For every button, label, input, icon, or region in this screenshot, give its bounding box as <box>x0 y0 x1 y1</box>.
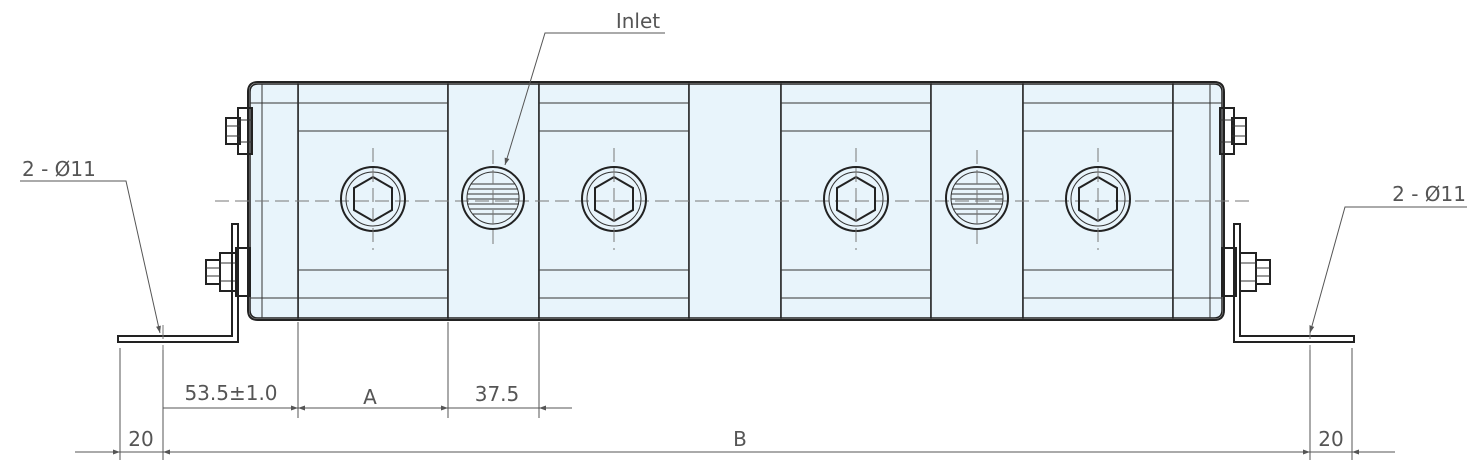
left-upper-nut <box>225 107 253 155</box>
extension-lines <box>119 322 1353 460</box>
hole-left-label: 2 - Ø11 <box>22 157 96 181</box>
threaded-port-inlet <box>461 150 525 250</box>
dim-port-label: 37.5 <box>475 382 520 406</box>
dim-total-label: B <box>733 427 747 451</box>
hole-right-label: 2 - Ø11 <box>1392 182 1466 206</box>
inlet-label: Inlet <box>616 9 660 33</box>
inlet-leader <box>504 32 665 166</box>
dim-offset-label: 53.5±1.0 <box>184 381 277 405</box>
threaded-port-2 <box>945 150 1009 250</box>
dim-bracket-right-label: 20 <box>1318 427 1343 451</box>
right-mounting-bracket <box>1233 223 1355 343</box>
hex-bolt-3 <box>823 148 889 250</box>
right-lower-nut <box>1221 247 1271 297</box>
body-outline <box>247 81 1225 321</box>
hex-bolt-2 <box>581 148 647 250</box>
hex-bolt-1 <box>340 148 406 250</box>
hole-right-leader <box>1309 206 1467 334</box>
hex-bolt-4 <box>1065 148 1131 250</box>
hole-left-leader <box>20 180 161 334</box>
left-mounting-bracket <box>117 223 239 343</box>
groove-lines <box>250 84 1222 318</box>
dim-bracket-left-label: 20 <box>128 427 153 451</box>
dim-a-label: A <box>363 385 377 409</box>
right-upper-nut <box>1219 107 1247 155</box>
left-lower-nut <box>205 247 251 297</box>
